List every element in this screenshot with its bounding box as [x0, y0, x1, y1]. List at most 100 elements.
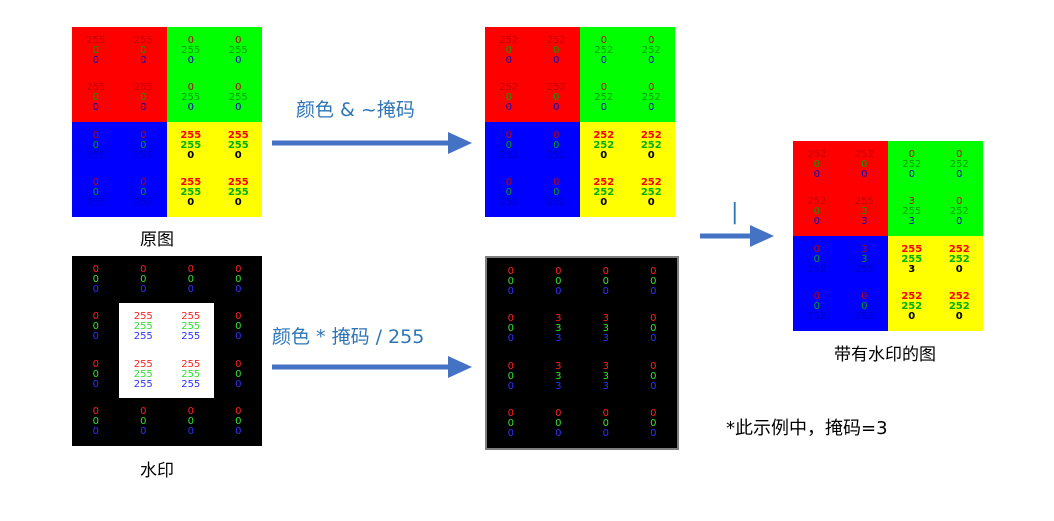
pixel-channel-value: 3: [861, 216, 868, 228]
pixel-channel-value: 255: [180, 177, 202, 189]
pixel-channel-value: 0: [553, 44, 560, 56]
pixel-channel-value: 0: [600, 54, 607, 66]
pixel-channel-value: 0: [92, 129, 99, 141]
pixel-channel-value: 0: [235, 54, 242, 66]
pixel-channel-value: 0: [813, 206, 820, 218]
pixel-channel-value: 0: [140, 44, 147, 56]
pixel-channel-value: 252: [948, 301, 970, 313]
pixel-channel-value: 252: [640, 139, 662, 151]
pixel-channel-value: 255: [181, 311, 201, 323]
pixel-channel-value: 0: [507, 285, 514, 297]
pixel-channel-value: 0: [861, 168, 868, 180]
pixel-channel-value: 0: [235, 416, 242, 428]
pixel-channel-value: 0: [235, 263, 242, 275]
pixel-channel-value: 3: [602, 313, 609, 325]
operation-mask-not-label: 颜色 & ~掩码: [296, 99, 415, 121]
pixel-channel-value: 0: [187, 263, 194, 275]
pixel-channel-value: 0: [553, 139, 560, 151]
pixel-channel-value: 0: [140, 92, 147, 104]
pixel-channel-value: 0: [600, 34, 607, 46]
pixel-channel-value: 0: [235, 283, 242, 295]
pixel-channel-value: 0: [187, 82, 194, 94]
pixel-channel-value: 252: [640, 129, 662, 141]
watermark-white-region: [119, 303, 214, 398]
pixel-channel-value: 255: [228, 92, 248, 104]
pixel-channel-value: 255: [86, 149, 106, 161]
pixel-channel-value: 3: [602, 323, 609, 335]
pixel-channel-value: 0: [650, 370, 657, 382]
pixel-channel-value: 0: [187, 197, 195, 209]
pixel-channel-value: 0: [602, 265, 609, 277]
pixel-channel-value: 0: [235, 321, 242, 333]
pixel-channel-value: 252: [807, 311, 827, 323]
pixel-channel-value: 3: [555, 313, 562, 325]
pixel-channel-value: 0: [650, 360, 657, 372]
pixel-channel-value: 0: [92, 273, 99, 285]
pixel-channel-value: 255: [181, 358, 201, 370]
original-label: 原图: [140, 230, 174, 250]
pixel-channel-value: 0: [956, 168, 963, 180]
operation-mask-multiply-label: 颜色 * 掩码 / 255: [272, 326, 425, 348]
pixel-channel-value: 3: [555, 323, 562, 335]
pixel-channel-value: 252: [594, 44, 614, 56]
pixel-channel-value: 0: [187, 416, 194, 428]
pixel-channel-value: 252: [854, 311, 874, 323]
pixel-channel-value: 0: [507, 360, 514, 372]
pixel-channel-value: 0: [187, 54, 194, 66]
pixel-channel-value: 0: [650, 333, 657, 345]
pixel-channel-value: 255: [181, 331, 201, 343]
pixel-channel-value: 0: [600, 102, 607, 114]
pixel-channel-value: 3: [602, 380, 609, 392]
pixel-channel-value: 0: [602, 418, 609, 430]
pixel-channel-value: 0: [956, 148, 963, 160]
pixel-channel-value: 0: [235, 426, 242, 438]
pixel-channel-value: 252: [854, 148, 874, 160]
pixel-channel-value: 0: [187, 406, 194, 418]
pixel-channel-value: 252: [949, 158, 969, 170]
pixel-channel-value: 3: [908, 196, 915, 208]
pixel-channel-value: 0: [507, 428, 514, 440]
pixel-channel-value: 252: [948, 291, 970, 303]
pixel-channel-value: 0: [140, 139, 147, 151]
pixel-channel-value: 252: [546, 34, 566, 46]
pixel-channel-value: 0: [650, 408, 657, 420]
pixel-channel-value: 252: [546, 82, 566, 94]
arrow-right-icon: [700, 225, 774, 247]
watermark-label: 水印: [140, 461, 174, 481]
pixel-channel-value: 0: [235, 358, 242, 370]
pixel-channel-value: 0: [140, 54, 147, 66]
pixel-channel-value: 252: [901, 301, 923, 313]
pixel-channel-value: 0: [92, 378, 99, 390]
pixel-channel-value: 255: [133, 368, 153, 380]
pixel-channel-value: 0: [92, 331, 99, 343]
pixel-channel-value: 0: [650, 313, 657, 325]
pixel-channel-value: 0: [956, 216, 963, 228]
pixel-channel-value: 3: [861, 243, 868, 255]
pixel-channel-value: 255: [227, 177, 249, 189]
pixel-channel-value: 0: [505, 139, 512, 151]
pixel-channel-value: 0: [92, 368, 99, 380]
pixel-channel-value: 0: [92, 177, 99, 189]
pixel-channel-value: 255: [181, 368, 201, 380]
pixel-channel-value: 0: [647, 149, 655, 161]
pixel-channel-value: 255: [86, 34, 106, 46]
pixel-channel-value: 0: [92, 139, 99, 151]
pixel-channel-value: 0: [235, 273, 242, 285]
pixel-channel-value: 255: [133, 358, 153, 370]
